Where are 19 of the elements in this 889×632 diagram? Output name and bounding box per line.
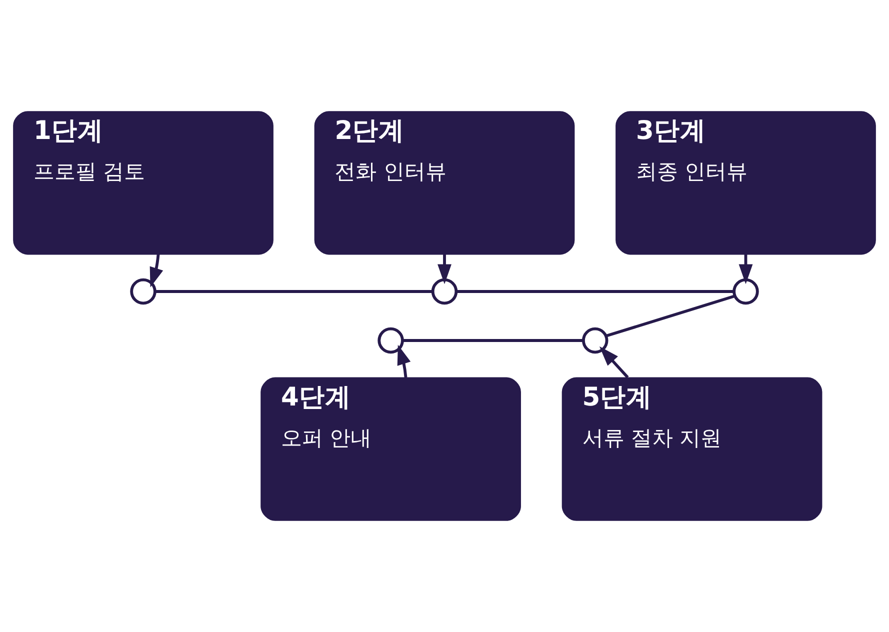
connector [402,339,584,342]
node-box: 1단계 프로필 검토 [13,111,274,255]
node-box: 4단계 오퍼 안내 [260,377,521,521]
arrow [599,346,629,378]
node-circle [378,327,404,354]
node-box: 5단계 서류 절차 지원 [562,377,822,521]
node-box: 3단계 최종 인터뷰 [616,111,876,255]
arrow [397,344,411,378]
arrow [738,254,753,284]
arrow [438,254,452,284]
node-box: 2단계 전화 인터뷰 [314,111,575,255]
connector [456,290,734,293]
node-circle [732,278,759,305]
node-circle [130,278,156,305]
node-circle [582,327,608,354]
node-circle [431,278,458,305]
connector [606,294,736,338]
arrow [150,254,164,288]
connector [155,290,433,293]
